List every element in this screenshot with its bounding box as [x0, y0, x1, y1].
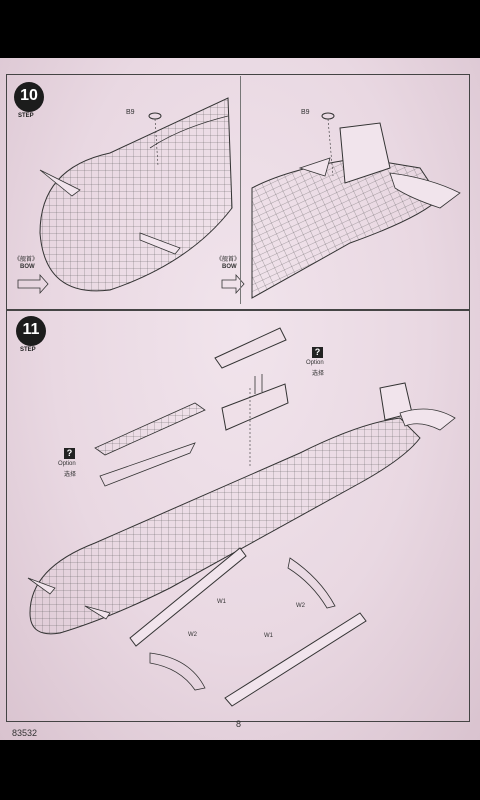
- stand-label-w2-bottom: W2: [188, 632, 197, 638]
- step-10-left-hull: [39, 97, 233, 292]
- step-11-panel: [6, 310, 470, 722]
- stand-label-w1-bottom: W1: [264, 633, 273, 639]
- option-left-cn: 选择: [64, 472, 77, 478]
- option-left-en: Option: [58, 461, 76, 467]
- bow-label-right-en: BOW: [222, 264, 237, 270]
- step-11-display-stand: [129, 547, 367, 707]
- bow-label-left-en: BOW: [20, 264, 35, 270]
- step-10-badge: 10: [14, 82, 44, 112]
- stand-label-w1-top: W1: [217, 599, 226, 605]
- step-11-badge: 11: [16, 316, 46, 346]
- step-10-label: STEP: [18, 113, 34, 119]
- stand-label-w2-top: W2: [296, 603, 305, 609]
- part-label-b9-right: B9: [301, 109, 310, 116]
- option-top-cn: 选择: [312, 371, 325, 377]
- option-icon-left: ?: [64, 448, 75, 459]
- part-label-b9-left: B9: [126, 109, 135, 116]
- bow-arrow-left: [17, 273, 49, 295]
- kit-code: 83532: [12, 728, 38, 738]
- line-drawings: [17, 97, 461, 707]
- page-number: 8: [236, 719, 242, 729]
- step-10-divider: [240, 76, 241, 304]
- step-10-panel: [6, 74, 470, 310]
- step-11-sail-parts: [214, 327, 289, 468]
- step-11-hatch-parts: [94, 402, 206, 487]
- option-icon-top: ?: [312, 347, 323, 358]
- bow-label-left-cn: 《舰首》: [14, 257, 39, 263]
- step-11-label: STEP: [20, 347, 36, 353]
- step-10-right-hull: [251, 112, 461, 299]
- step-11-hull: [27, 382, 456, 635]
- bow-label-right-cn: 《舰首》: [216, 257, 241, 263]
- option-top-en: Option: [306, 360, 324, 366]
